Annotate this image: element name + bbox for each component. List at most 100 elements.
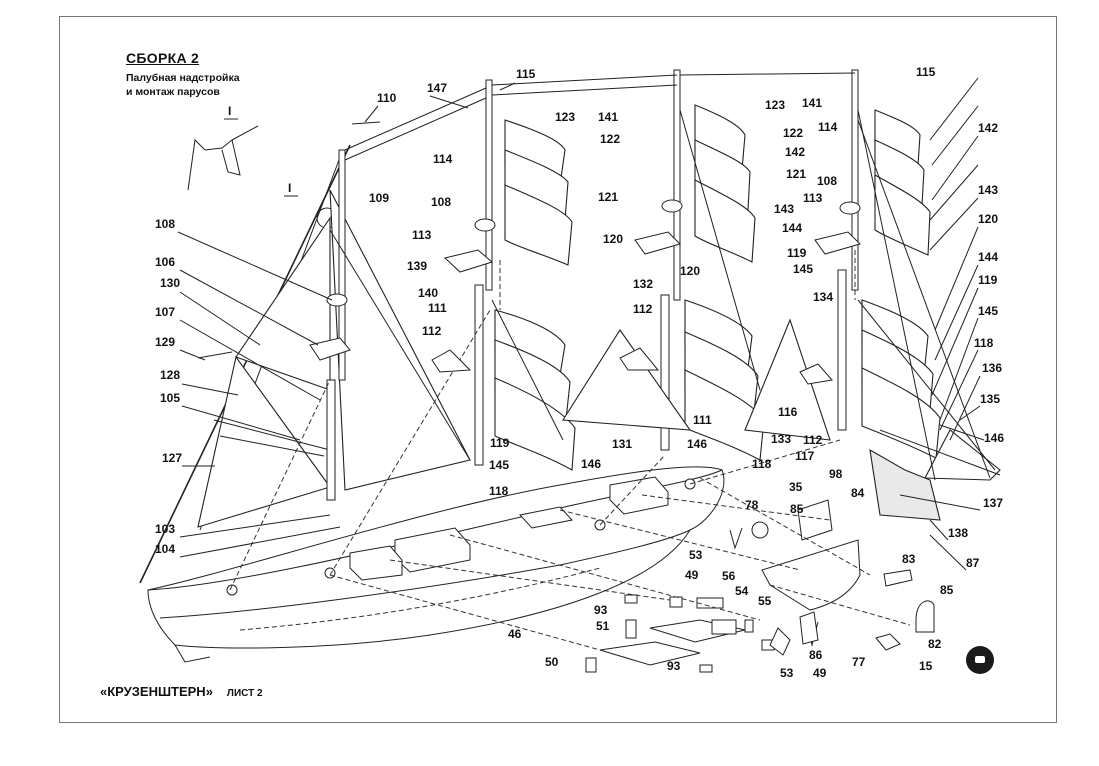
callout-55: 55 — [758, 594, 772, 608]
callout-78: 78 — [745, 498, 759, 512]
callout-147: 147 — [427, 81, 447, 95]
callout-128: 128 — [160, 368, 180, 382]
footer-model-name: «КРУЗЕНШТЕРН» — [100, 684, 213, 699]
callout-112-c: 112 — [803, 433, 823, 447]
detail-i-flag-sketch: I I — [187, 104, 338, 229]
callout-56: 56 — [722, 569, 736, 583]
leader-lines — [177, 77, 985, 571]
callout-130: 130 — [160, 276, 180, 290]
callout-135: 135 — [980, 392, 1000, 406]
callout-106: 106 — [155, 255, 175, 269]
callout-111-a: 111 — [428, 301, 447, 315]
footer-sheet-number: ЛИСТ 2 — [226, 688, 263, 699]
detail-marker-top: I — [228, 104, 231, 118]
callout-49-b: 49 — [813, 666, 827, 680]
callout-129: 129 — [155, 335, 175, 349]
callout-145-c: 145 — [489, 458, 509, 472]
sheet-title: СБОРКА 2 — [126, 50, 200, 66]
callout-86: 86 — [809, 648, 823, 662]
callout-144-b: 144 — [978, 250, 998, 264]
callout-105: 105 — [160, 391, 180, 405]
callout-117: 117 — [795, 449, 815, 463]
sheet-subtitle-line2: и монтаж парусов — [126, 86, 220, 99]
callout-115-a: 115 — [516, 67, 536, 81]
callout-46: 46 — [508, 627, 522, 641]
callout-122-a: 122 — [600, 132, 620, 146]
callout-104: 104 — [155, 542, 175, 556]
hull — [147, 466, 725, 663]
callout-87: 87 — [966, 556, 980, 570]
callout-118-c: 118 — [489, 484, 509, 498]
sheet-subtitle-line1: Палубная надстройка — [126, 72, 240, 85]
callout-107: 107 — [155, 305, 175, 319]
callout-111-b: 111 — [693, 413, 712, 427]
callout-116: 116 — [778, 405, 798, 419]
yard-fittings — [197, 121, 861, 385]
midship-deck-parts — [585, 594, 819, 673]
callout-103: 103 — [155, 522, 175, 536]
callout-115-b: 115 — [916, 65, 936, 79]
callout-127: 127 — [162, 451, 182, 465]
callout-146-a: 146 — [984, 431, 1004, 445]
callout-134: 134 — [813, 290, 833, 304]
callout-84: 84 — [851, 486, 865, 500]
callout-120-a: 120 — [978, 212, 998, 226]
callout-140: 140 — [418, 286, 438, 300]
callout-146-c: 146 — [581, 457, 601, 471]
callout-109: 109 — [369, 191, 389, 205]
callout-118-a: 118 — [974, 336, 994, 350]
callout-114-a: 114 — [818, 120, 838, 134]
callout-123-a: 123 — [765, 98, 785, 112]
callout-145-b: 145 — [978, 304, 998, 318]
callout-110: 110 — [377, 91, 397, 105]
callout-119-a: 119 — [787, 246, 807, 260]
callout-53-a: 53 — [689, 548, 703, 562]
corner-logo-icon — [966, 646, 994, 674]
callout-50: 50 — [545, 655, 559, 669]
callout-54: 54 — [735, 584, 749, 598]
callout-146-b: 146 — [687, 437, 707, 451]
callout-93-a: 93 — [594, 603, 608, 617]
callout-121-a: 121 — [598, 190, 618, 204]
callout-137: 137 — [983, 496, 1003, 510]
callout-98: 98 — [829, 467, 843, 481]
callout-143-b: 143 — [978, 183, 998, 197]
callout-143-a: 143 — [774, 202, 794, 216]
callout-136: 136 — [982, 361, 1002, 375]
callout-85-b: 85 — [940, 583, 954, 597]
callout-108-a: 108 — [817, 174, 837, 188]
callout-123-b: 123 — [555, 110, 575, 124]
callout-82: 82 — [928, 637, 942, 651]
stern-deck-parts — [729, 499, 935, 651]
callout-108-c: 108 — [155, 217, 175, 231]
callout-118-b: 118 — [752, 457, 772, 471]
callout-139: 139 — [407, 259, 427, 273]
callout-132: 132 — [633, 277, 653, 291]
callout-119-c: 119 — [490, 436, 510, 450]
square-sails — [494, 104, 941, 471]
part-number-callouts: 115 147 110 115 123 141 123 141 122 114 … — [155, 65, 1004, 680]
callout-83: 83 — [902, 552, 916, 566]
callout-122-b: 122 — [783, 126, 803, 140]
callout-112-a: 112 — [633, 302, 653, 316]
detail-marker-main: I — [288, 181, 291, 195]
rigging-lines — [329, 72, 1001, 481]
callout-142-a: 142 — [978, 121, 998, 135]
callout-133: 133 — [771, 432, 791, 446]
callout-77: 77 — [852, 655, 866, 669]
callout-113-b: 113 — [412, 228, 432, 242]
callout-138: 138 — [948, 526, 968, 540]
callout-141-a: 141 — [802, 96, 822, 110]
callout-113-a: 113 — [803, 191, 823, 205]
callout-121-b: 121 — [786, 167, 806, 181]
bowsprit-rigging — [139, 144, 471, 584]
callout-112-b: 112 — [422, 324, 442, 338]
callout-108-b: 108 — [431, 195, 451, 209]
callout-85-a: 85 — [790, 502, 804, 516]
callout-53-b: 53 — [780, 666, 794, 680]
callout-93-b: 93 — [667, 659, 681, 673]
callout-114-b: 114 — [433, 152, 453, 166]
sheet-footer: «КРУЗЕНШТЕРН» ЛИСТ 2 — [100, 684, 263, 699]
callout-49-a: 49 — [685, 568, 699, 582]
